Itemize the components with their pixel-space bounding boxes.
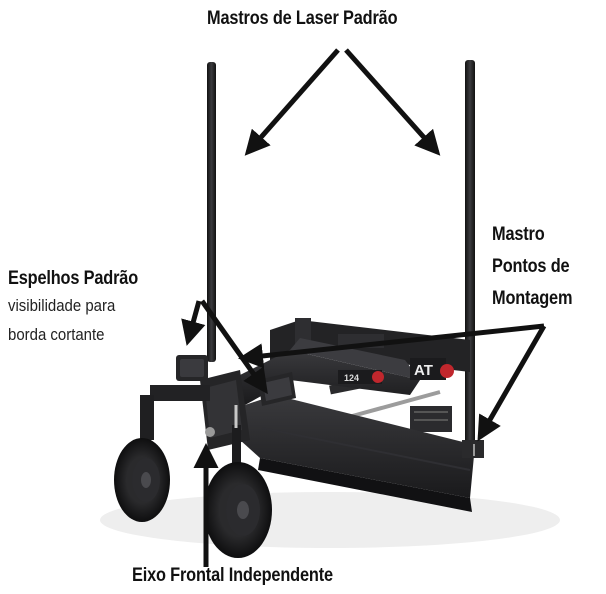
right-laser-mast <box>465 60 475 450</box>
brand-decal-text: AT <box>414 362 433 379</box>
model-decal: 124 <box>338 370 384 384</box>
rear-left-wheel <box>114 438 170 522</box>
left-laser-mast <box>207 62 216 362</box>
front-frame <box>140 370 250 480</box>
grading-blade <box>240 395 484 512</box>
arrow-mount-front <box>238 323 545 369</box>
label-laser-masts: Mastros de Laser Padrão <box>207 8 398 29</box>
label-front-axle: Eixo Frontal Independente <box>132 565 333 586</box>
arrow-left-mast <box>244 48 340 156</box>
arrow-center-mirror <box>199 299 268 395</box>
arrow-left-mirror <box>181 300 206 346</box>
arrows <box>181 48 547 567</box>
front-wheel <box>204 462 272 558</box>
left-mirror <box>176 355 208 381</box>
label-mast-mounts-line2: Pontos de <box>492 256 570 277</box>
label-mirrors-desc-line2: borda cortante <box>8 325 105 344</box>
arrow-mount-rear <box>477 324 547 442</box>
label-mast-mounts-line3: Montagem <box>492 288 573 309</box>
label-mirrors-title: Espelhos Padrão <box>8 268 139 289</box>
label-mirrors-desc-line1: visibilidade para <box>8 296 116 315</box>
ground-shadow <box>100 492 560 548</box>
label-mast-mounts-line1: Mastro <box>492 224 545 245</box>
brand-decal: AT <box>410 358 454 380</box>
arrow-right-mast <box>344 48 441 156</box>
model-decal-text: 124 <box>344 373 359 383</box>
